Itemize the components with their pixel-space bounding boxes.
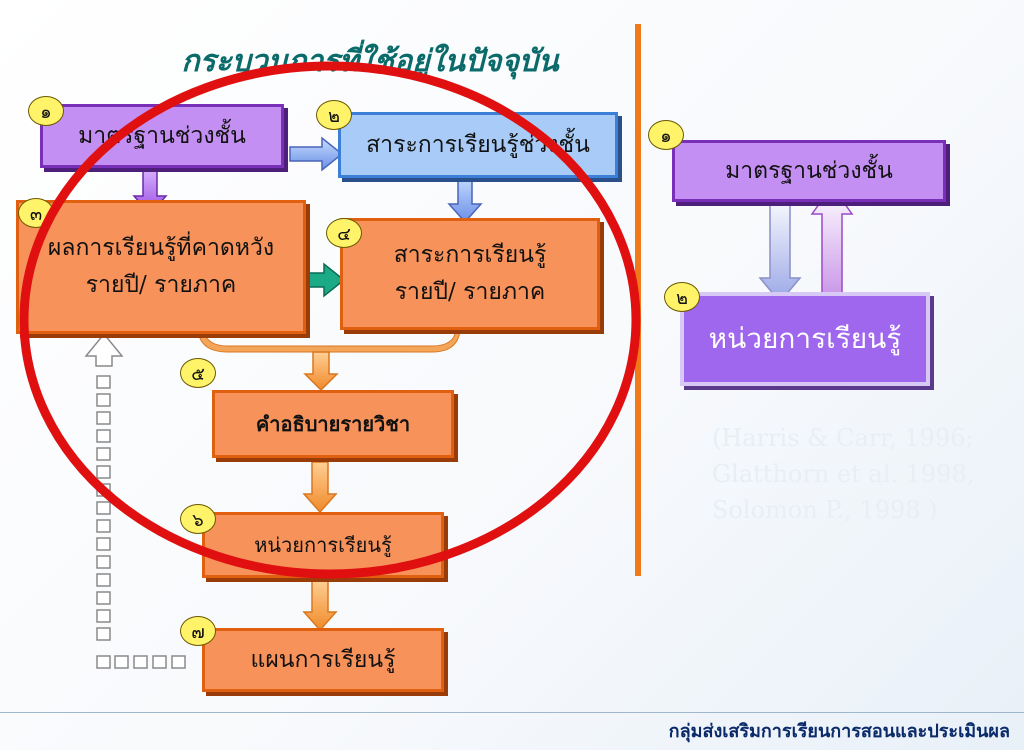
box-annual-content: สาระการเรียนรู้ รายปี/ รายภาค (340, 218, 600, 330)
arrow-1-to-2 (289, 136, 344, 172)
box-learning-unit-label: หน่วยการเรียนรู้ (254, 533, 392, 557)
badge-6: ๖ (180, 504, 216, 534)
box-annual-content-line1: สาระการเรียนรู้ (393, 242, 547, 269)
box-annual-content-line2: รายปี/ รายภาค (394, 279, 546, 305)
box-grade-standard-label: มาตรฐานช่วงชั้น (78, 122, 246, 149)
box-learning-unit: หน่วยการเรียนรู้ (202, 512, 444, 578)
arrow-right-down (758, 191, 802, 304)
badge-right-1: ๑ (648, 120, 684, 150)
badge-5: ๕ (180, 358, 216, 388)
citation: (Harris & Carr, 1996; Glatthorn et al. 1… (712, 420, 1024, 528)
footer-organization: กลุ่มส่งเสริมการเรียนการสอนและประเมินผล (668, 721, 1010, 742)
box-right-grade-standard-label: มาตรฐานช่วงชั้น (725, 157, 893, 184)
box-right-grade-standard: มาตรฐานช่วงชั้น (672, 140, 946, 202)
arrow-2-to-4 (447, 175, 483, 224)
badge-3: ๓ (18, 198, 54, 228)
box-expected-outcomes-line2: รายปี/ รายภาค (85, 272, 237, 298)
badge-2: ๒ (316, 100, 352, 130)
arrow-6-to-7 (302, 579, 338, 632)
badge-4: ๔ (326, 218, 362, 248)
badge-1: ๑ (28, 96, 64, 126)
arrow-5-to-6 (302, 461, 338, 514)
box-grade-content-label: สาระการเรียนรู้ช่วงชั้น (366, 131, 590, 158)
box-course-description: คำอธิบายรายวิชา (212, 390, 454, 458)
box-grade-standard: มาตรฐานช่วงชั้น (40, 104, 284, 168)
box-lesson-plan: แผนการเรียนรู้ (202, 628, 444, 692)
citation-line-2: Glatthorn et al. 1998, (712, 460, 975, 488)
merge-connector (197, 329, 461, 392)
citation-line-3: Solomon P., 1998 ) (712, 496, 938, 524)
box-expected-outcomes-line1: ผลการเรียนรู้ที่คาดหวัง (47, 235, 275, 262)
box-course-description-label: คำอธิบายรายวิชา (255, 412, 411, 436)
box-grade-content: สาระการเรียนรู้ช่วงชั้น (338, 112, 618, 178)
box-expected-outcomes: ผลการเรียนรู้ที่คาดหวัง รายปี/ รายภาค (16, 200, 306, 334)
footer-divider (0, 712, 1024, 713)
box-right-learning-unit: หน่วยการเรียนรู้ (680, 292, 930, 386)
box-right-learning-unit-label: หน่วยการเรียนรู้ (708, 321, 902, 355)
feedback-dashed-arrow (84, 332, 186, 669)
badge-right-2: ๒ (664, 282, 700, 312)
box-lesson-plan-label: แผนการเรียนรู้ (250, 646, 396, 673)
arrow-right-up (810, 184, 854, 307)
citation-line-1: (Harris & Carr, 1996; (712, 424, 974, 452)
badge-7: ๗ (180, 616, 216, 646)
